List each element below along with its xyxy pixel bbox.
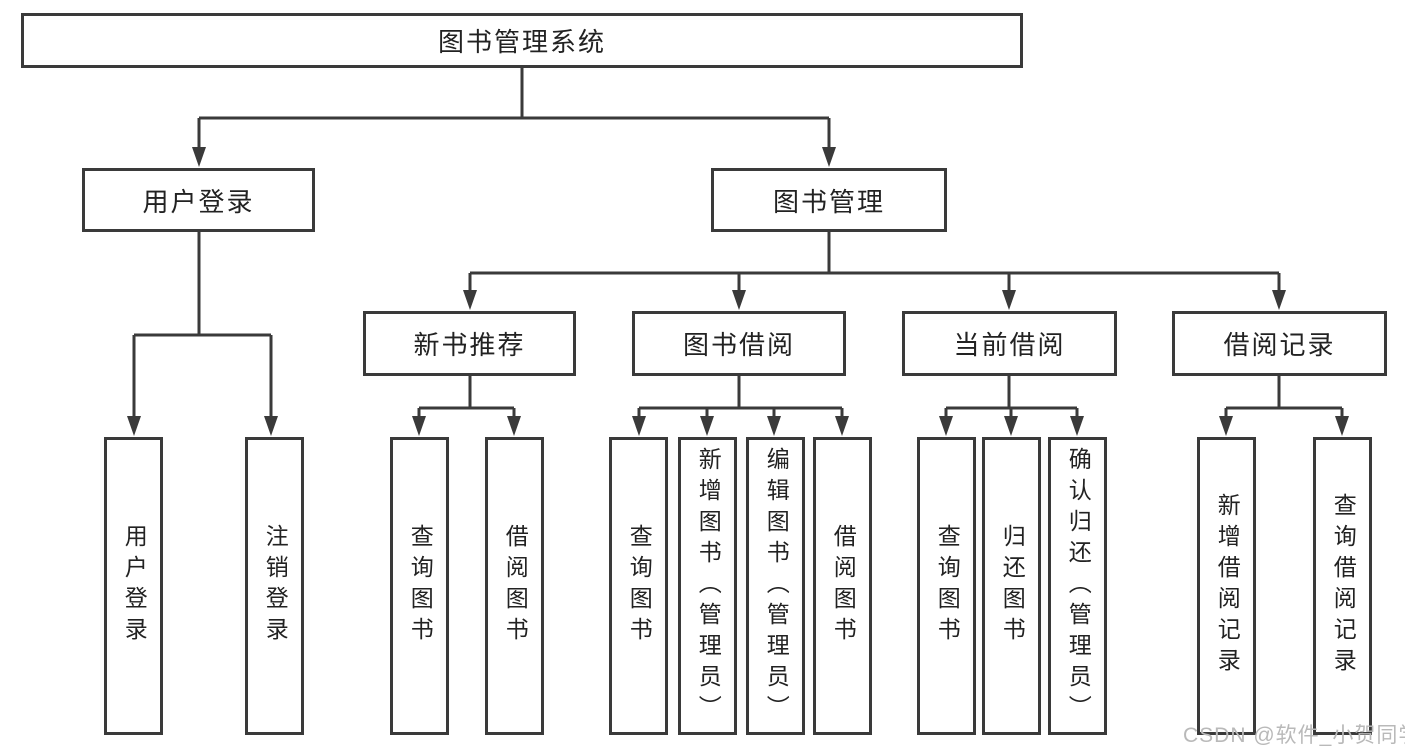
arrowhead-icons <box>127 147 1349 436</box>
csdn-watermark: CSDN @软件_小贺同学 <box>1183 724 1405 747</box>
leaf-query-books-3-label: 查询图书 <box>934 524 961 648</box>
node-current-borrowing-label: 当前借阅 <box>953 330 1066 360</box>
node-root-label: 图书管理系统 <box>437 27 606 57</box>
leaf-query-books-2-label: 查询图书 <box>626 524 653 648</box>
leaf-add-books-admin-label: 新增图书（管理员） <box>695 446 722 726</box>
leaf-add-borrow-record-label: 新增借阅记录 <box>1214 493 1241 679</box>
node-borrow-records: 借阅记录 <box>1172 311 1387 376</box>
node-new-book-recommend-label: 新书推荐 <box>413 330 526 360</box>
node-user-login: 用户登录 <box>82 168 315 232</box>
leaf-edit-books-admin-label: 编辑图书（管理员） <box>763 446 790 726</box>
leaf-confirm-return-admin-label: 确认归还（管理员） <box>1065 446 1092 726</box>
node-new-book-recommend: 新书推荐 <box>363 311 576 376</box>
leaf-edit-books-admin: 编辑图书（管理员） <box>746 437 805 735</box>
leaf-query-books-1-label: 查询图书 <box>407 524 434 648</box>
node-book-management-label: 图书管理 <box>772 186 885 217</box>
node-borrow-records-label: 借阅记录 <box>1223 330 1336 360</box>
leaf-query-books-2: 查询图书 <box>609 437 668 735</box>
leaf-borrow-books-1-label: 借阅图书 <box>502 524 529 648</box>
leaf-user-login: 用户登录 <box>104 437 163 735</box>
leaf-confirm-return-admin: 确认归还（管理员） <box>1048 437 1107 735</box>
node-book-borrowing: 图书借阅 <box>632 311 846 376</box>
leaf-query-books-1: 查询图书 <box>390 437 449 735</box>
leaf-borrow-books-2: 借阅图书 <box>813 437 872 735</box>
leaf-return-books: 归还图书 <box>982 437 1041 735</box>
leaf-query-borrow-record: 查询借阅记录 <box>1313 437 1372 735</box>
leaf-logout-label: 注销登录 <box>262 524 289 648</box>
node-current-borrowing: 当前借阅 <box>902 311 1117 376</box>
tree-edges <box>132 68 1344 419</box>
leaf-logout: 注销登录 <box>245 437 304 735</box>
node-book-borrowing-label: 图书借阅 <box>682 330 795 360</box>
leaf-return-books-label: 归还图书 <box>999 524 1026 648</box>
leaf-borrow-books-1: 借阅图书 <box>485 437 544 735</box>
leaf-borrow-books-2-label: 借阅图书 <box>830 524 857 648</box>
leaf-query-borrow-record-label: 查询借阅记录 <box>1330 493 1357 679</box>
node-book-management: 图书管理 <box>711 168 947 232</box>
leaf-user-login-label: 用户登录 <box>121 524 148 648</box>
leaf-add-books-admin: 新增图书（管理员） <box>678 437 737 735</box>
node-root: 图书管理系统 <box>21 13 1023 68</box>
node-user-login-label: 用户登录 <box>142 186 255 217</box>
leaf-query-books-3: 查询图书 <box>917 437 976 735</box>
leaf-add-borrow-record: 新增借阅记录 <box>1197 437 1256 735</box>
